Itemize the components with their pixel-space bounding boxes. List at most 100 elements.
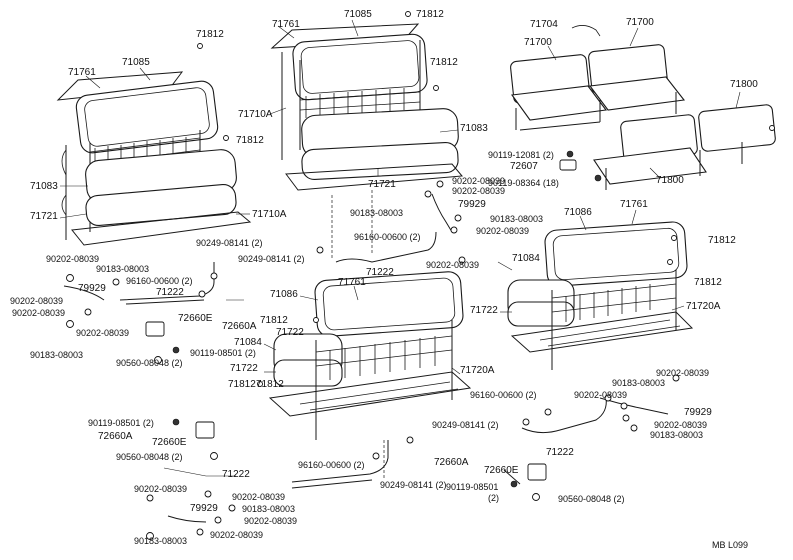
part-label: 71721 bbox=[30, 211, 58, 222]
diagram-code: MB L099 bbox=[712, 540, 749, 550]
part-label: 90249-08141 (2) bbox=[380, 480, 447, 490]
part-label: 71761 bbox=[68, 67, 96, 78]
part-label: 71085 bbox=[344, 9, 372, 20]
part-label: 90183-08003 bbox=[96, 264, 150, 274]
seat-assembly-folding bbox=[510, 25, 776, 190]
part-label: 71761 bbox=[338, 277, 366, 288]
part-label: 71812 bbox=[196, 29, 224, 40]
part-label: 71084 bbox=[234, 337, 262, 348]
part-label: 71085 bbox=[122, 57, 150, 68]
part-label: 71721 bbox=[368, 179, 396, 190]
part-label: 90202-08039 bbox=[46, 254, 100, 264]
part-label: 72607 bbox=[510, 161, 538, 172]
seat-assembly-left bbox=[56, 71, 252, 246]
part-label: 71800 bbox=[656, 175, 684, 186]
seat-assembly-center bbox=[270, 23, 463, 260]
part-label: 72660A bbox=[98, 431, 133, 442]
part-label: 90202-08039 bbox=[452, 176, 506, 186]
part-label: 79929 bbox=[458, 199, 486, 210]
part-label: 71083 bbox=[460, 123, 488, 134]
part-label: 90183-08003 bbox=[612, 378, 666, 388]
part-label: 90183-08003 bbox=[650, 430, 704, 440]
part-label: 90202-08039 bbox=[12, 308, 66, 318]
part-label: 96160-00600 (2) bbox=[126, 276, 193, 286]
part-label: 71761 bbox=[620, 199, 648, 210]
part-label: 71722 bbox=[276, 327, 304, 338]
part-label: 90202-08039 bbox=[574, 390, 628, 400]
part-label: 90119-12081 (2) bbox=[488, 150, 554, 160]
part-label: 71812 bbox=[416, 9, 444, 20]
part-label: 79929 bbox=[78, 283, 106, 294]
part-label: 90202-08039 bbox=[10, 296, 64, 306]
part-label: 96160-00600 (2) bbox=[354, 232, 421, 242]
part-label: 71800 bbox=[730, 79, 758, 90]
part-label: 71710A bbox=[252, 209, 287, 220]
part-label: 90119-08364 (18) bbox=[488, 178, 559, 188]
part-label: 90249-08141 (2) bbox=[432, 420, 499, 430]
part-label: 71812 bbox=[708, 235, 736, 246]
part-label: 90119-08501 (2) bbox=[190, 348, 256, 358]
part-label: 72660E bbox=[178, 313, 213, 324]
part-label: 96160-00600 (2) bbox=[298, 460, 365, 470]
part-label: 90202-08039 bbox=[76, 328, 130, 338]
part-label: 71222 bbox=[546, 447, 574, 458]
part-label: 90119-08501 (2) bbox=[88, 418, 154, 428]
part-label: 71700 bbox=[626, 17, 654, 28]
part-label: 90560-08048 (2) bbox=[558, 494, 625, 504]
part-label: 90183-08003 bbox=[242, 504, 296, 514]
part-label: 90202-08039 bbox=[654, 420, 708, 430]
part-label: 90560-08048 (2) bbox=[116, 452, 183, 462]
part-label: 71700 bbox=[524, 37, 552, 48]
part-label: 72660E bbox=[484, 465, 519, 476]
part-label: 90202-08039 bbox=[232, 492, 286, 502]
part-label: 71084 bbox=[512, 253, 540, 264]
seat-assembly-center-lower bbox=[268, 271, 472, 480]
part-label: 71086 bbox=[270, 289, 298, 300]
leader-lines bbox=[59, 19, 741, 477]
part-label: 90183-08003 bbox=[490, 214, 544, 224]
part-label: 90202-08039 bbox=[210, 530, 264, 540]
part-label: 71722 bbox=[230, 363, 258, 374]
part-label: 90183-08003 bbox=[350, 208, 404, 218]
part-label: 90249-08141 (2) bbox=[238, 254, 305, 264]
part-label: 90202-08039 bbox=[134, 484, 188, 494]
part-label: 71222 bbox=[156, 287, 184, 298]
part-label: 90202-08039 bbox=[244, 516, 298, 526]
part-label: 90202-08039 bbox=[452, 186, 506, 196]
part-label: 71720A bbox=[460, 365, 495, 376]
part-label: 71812 bbox=[430, 57, 458, 68]
part-label: 96160-00600 (2) bbox=[470, 390, 537, 400]
part-label: 90119-08501 bbox=[446, 482, 499, 492]
part-label: 71812 bbox=[694, 277, 722, 288]
part-label: 71812 bbox=[260, 315, 288, 326]
part-label: 71812 bbox=[256, 379, 284, 390]
part-label: 71704 bbox=[530, 19, 558, 30]
hardware-fasteners bbox=[66, 11, 775, 540]
part-label: 79929 bbox=[684, 407, 712, 418]
part-label: 71812 bbox=[236, 135, 264, 146]
part-label: 71710A bbox=[238, 109, 273, 120]
part-label: 71720A bbox=[686, 301, 721, 312]
part-label: 71222 bbox=[366, 267, 394, 278]
part-label: 71722 bbox=[470, 305, 498, 316]
seat-assembly-right bbox=[507, 221, 694, 370]
part-label: 71761 bbox=[272, 19, 300, 30]
part-label: 71812 bbox=[228, 379, 256, 390]
part-label: 90249-08141 (2) bbox=[196, 238, 263, 248]
part-label: 72660E bbox=[152, 437, 187, 448]
part-label: 72660A bbox=[434, 457, 469, 468]
part-label: 71086 bbox=[564, 207, 592, 218]
part-label: 90202-08039 bbox=[476, 226, 530, 236]
part-label: 90202-08039 bbox=[426, 260, 480, 270]
part-label: 79929 bbox=[190, 503, 218, 514]
part-label: 90202-08039 bbox=[656, 368, 710, 378]
part-label: 72660A bbox=[222, 321, 257, 332]
part-label: 90183-08003 bbox=[30, 350, 84, 360]
part-label: 90183-08003 bbox=[134, 536, 188, 546]
part-label: (2) bbox=[488, 493, 499, 503]
part-label: 71083 bbox=[30, 181, 58, 192]
part-label: 71222 bbox=[222, 469, 250, 480]
part-label: 90560-08048 (2) bbox=[116, 358, 183, 368]
